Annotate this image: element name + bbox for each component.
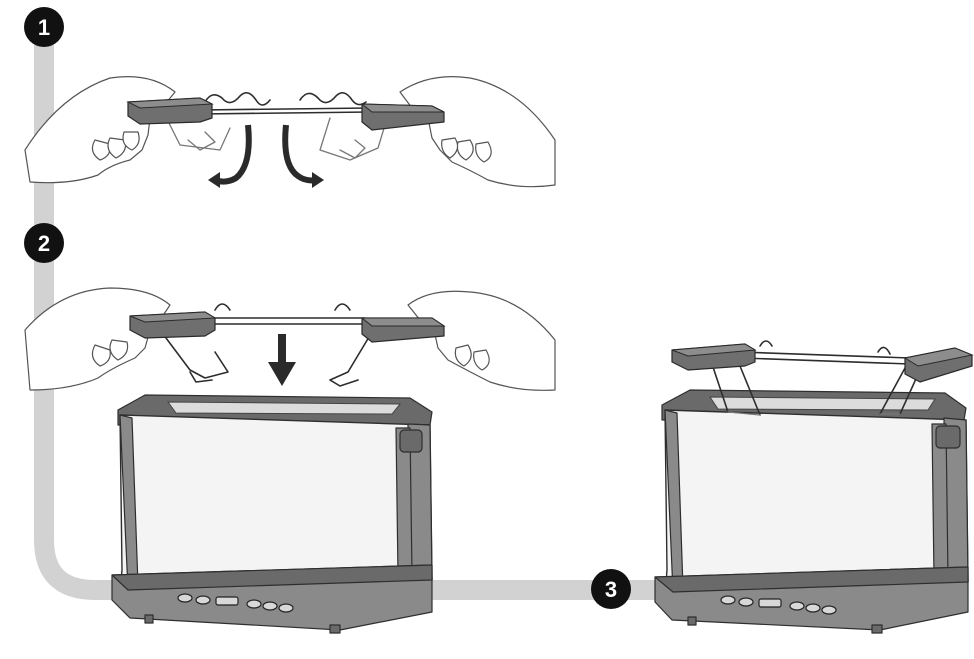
toasting-rack — [711, 340, 921, 416]
toaster-right — [654, 389, 969, 634]
control-button — [738, 597, 754, 607]
folded-wire-cage — [164, 92, 386, 161]
control-button — [805, 603, 821, 613]
step-number: 2 — [38, 231, 50, 256]
control-button — [262, 601, 278, 611]
right-hand — [407, 290, 556, 391]
step-badge-1: 1 — [24, 7, 64, 47]
step-3-illustration — [654, 340, 974, 634]
control-button — [720, 595, 736, 605]
step-1-illustration — [24, 76, 556, 188]
step-badge-2: 2 — [24, 223, 64, 263]
control-button — [177, 593, 193, 603]
control-panel — [177, 593, 294, 613]
toaster-left — [111, 394, 433, 634]
down-arrow-icon — [268, 334, 296, 386]
step-badge-3: 3 — [591, 569, 631, 609]
toaster-body — [119, 414, 433, 591]
control-button — [278, 603, 294, 613]
control-button — [789, 601, 805, 611]
step-number: 3 — [605, 577, 617, 602]
curved-arrow-icon — [208, 124, 324, 188]
display — [758, 598, 782, 608]
control-panel — [720, 595, 837, 615]
right-hand — [399, 76, 556, 188]
control-button — [246, 599, 262, 609]
step-2-illustration — [24, 287, 556, 634]
step-number: 1 — [38, 15, 50, 40]
toaster-body — [664, 409, 969, 593]
flow-path — [34, 10, 610, 600]
control-button — [821, 605, 837, 615]
display — [215, 596, 239, 606]
control-button — [195, 595, 211, 605]
